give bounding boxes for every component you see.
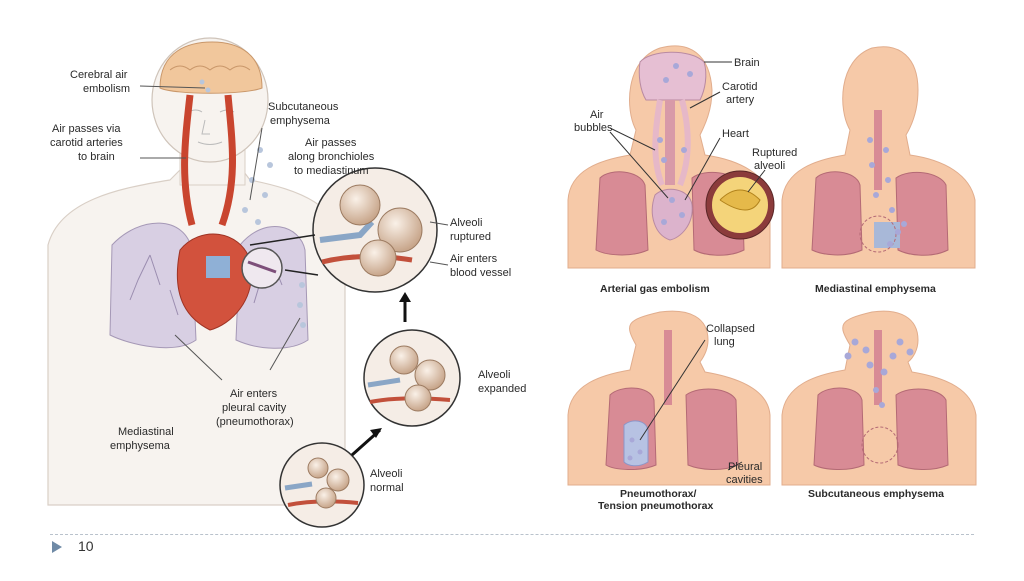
alveoli-ruptured-inset [312, 167, 438, 293]
left-figure: Cerebral air embolism Air passes via car… [47, 37, 526, 528]
label-collapsed-lung-2: lung [714, 336, 735, 348]
label-air-bubbles-2: bubbles [574, 122, 613, 134]
label-cerebral-1: Cerebral air [70, 69, 128, 81]
label-pleural-cavities-2: cavities [726, 474, 763, 486]
label-bronchioles-2: along bronchioles [288, 151, 375, 163]
label-bronchioles-3: to mediastinum [294, 165, 369, 177]
label-carotid-2: carotid arteries [50, 137, 123, 149]
label-pleural-1: Air enters [230, 388, 278, 400]
label-alveoli-ruptured-2: ruptured [450, 231, 491, 243]
label-pleural-cavities-1: Pleural [728, 461, 762, 473]
label-collapsed-lung-1: Collapsed [706, 323, 755, 335]
footer-divider [50, 534, 974, 535]
label-alveoli-normal-2: normal [370, 482, 404, 494]
caption-pneumothorax-2: Tension pneumothorax [598, 500, 713, 512]
label-alveoli-expanded-1: Alveoli [478, 369, 510, 381]
label-alveoli-normal-1: Alveoli [370, 468, 402, 480]
label-ruptured-alveoli-1: Ruptured [752, 147, 797, 159]
label-alveoli-expanded-2: expanded [478, 383, 526, 395]
label-pleural-3: (pneumothorax) [216, 416, 294, 428]
label-brain: Brain [734, 57, 760, 69]
panel-arterial: Brain Carotid artery Air bubbles Heart R… [567, 45, 797, 295]
label-mediastinal-2: emphysema [110, 440, 171, 452]
label-ruptured-alveoli-2: alveoli [754, 160, 785, 172]
label-bronchioles-1: Air passes [305, 137, 357, 149]
alveoli-normal-inset [279, 442, 365, 528]
label-mediastinal-1: Mediastinal [118, 426, 174, 438]
label-subcutaneous-2: emphysema [270, 115, 331, 127]
caption-arterial: Arterial gas embolism [600, 283, 710, 295]
panel-pneumothorax: Collapsed lung Pleural cavities Pneumoth… [567, 310, 771, 512]
caption-subcutaneous: Subcutaneous emphysema [808, 488, 944, 500]
bullet-triangle-icon [52, 541, 62, 553]
label-pleural-2: pleural cavity [222, 402, 287, 414]
alveoli-expanded-inset [363, 329, 461, 427]
label-subcutaneous-1: Subcutaneous [268, 101, 339, 113]
label-carotid-3: to brain [78, 151, 115, 163]
label-carotid-artery-1: Carotid [722, 81, 757, 93]
page-number: 10 [78, 538, 94, 554]
caption-mediastinal: Mediastinal emphysema [815, 283, 936, 295]
panel-subcutaneous: Subcutaneous emphysema [781, 310, 977, 500]
label-cerebral-2: embolism [83, 83, 130, 95]
label-air-bubbles-1: Air [590, 109, 604, 121]
label-air-enters-vessel-2: blood vessel [450, 267, 511, 279]
caption-pneumothorax-1: Pneumothorax/ [620, 488, 697, 500]
label-carotid-1: Air passes via [52, 123, 121, 135]
label-heart: Heart [722, 128, 749, 140]
panel-mediastinal: Mediastinal emphysema [781, 46, 976, 295]
label-carotid-artery-2: artery [726, 94, 755, 106]
label-air-enters-vessel-1: Air enters [450, 253, 498, 265]
label-alveoli-ruptured-1: Alveoli [450, 217, 482, 229]
